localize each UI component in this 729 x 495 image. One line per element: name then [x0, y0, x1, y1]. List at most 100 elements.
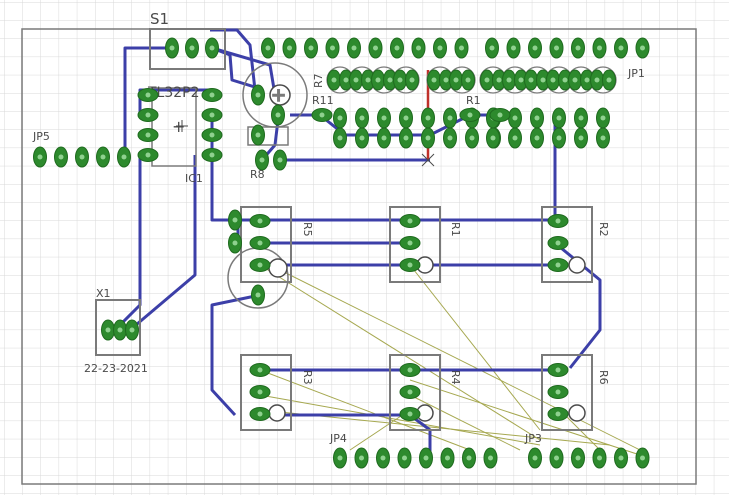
pad-hole — [618, 45, 624, 51]
pad-hole — [496, 77, 502, 83]
pad-hole — [447, 135, 453, 141]
label-r8: R8 — [250, 168, 265, 181]
pad-hole — [265, 45, 271, 51]
pad-hole — [394, 45, 400, 51]
potentiometers — [240, 206, 593, 431]
label-r3: R3 — [301, 370, 314, 385]
pad-hole — [407, 411, 413, 417]
pad-hole — [528, 77, 534, 83]
pad-hole — [343, 77, 349, 83]
pad-hole — [257, 411, 263, 417]
pad-hole — [232, 240, 238, 246]
label-x1: X1 — [96, 287, 111, 300]
pad-hole — [578, 135, 584, 141]
pad-hole — [257, 367, 263, 373]
pad-hole — [337, 135, 343, 141]
label-r6: R6 — [597, 370, 610, 385]
label-date: 22-23-2021 — [84, 362, 148, 375]
pad-hole — [488, 455, 493, 461]
pad-hole — [308, 45, 314, 51]
pad-hole — [447, 115, 453, 121]
pad-hole — [375, 77, 381, 83]
pad-hole — [445, 455, 450, 461]
via-marks — [176, 120, 435, 167]
pad-hole — [640, 45, 645, 51]
pad-hole — [597, 455, 602, 461]
pad-hole — [497, 112, 503, 118]
pad-hole — [407, 367, 413, 373]
pad-hole — [403, 115, 409, 121]
pot-wiper-marks — [268, 256, 586, 422]
pad-hole — [489, 45, 495, 51]
pad-hole — [555, 367, 561, 373]
pad-hole — [540, 77, 546, 83]
pad-hole — [351, 45, 357, 51]
pad-hole — [209, 112, 215, 118]
pad-hole — [578, 115, 584, 121]
pad-hole — [337, 455, 343, 461]
pad-hole — [209, 132, 215, 138]
pad-hole — [555, 262, 561, 268]
capacitor-top: + — [242, 62, 308, 128]
pad-hole — [431, 77, 437, 83]
pad-hole — [425, 115, 431, 121]
pad-hole — [380, 455, 386, 461]
label-r4: R4 — [449, 370, 462, 385]
crystal-x1: X1 22-23-2021 — [84, 287, 148, 375]
pad-hole — [330, 45, 335, 51]
pad-hole — [403, 135, 409, 141]
pad-hole — [319, 112, 325, 118]
pad-hole — [534, 115, 540, 121]
pad-hole — [359, 135, 365, 141]
pad-hole — [518, 77, 524, 83]
pad-hole — [425, 135, 431, 141]
pad-hole — [554, 45, 559, 51]
pad-hole — [640, 455, 645, 461]
pad-hole — [597, 45, 602, 51]
pad-hole — [209, 45, 215, 51]
capacitor-plus-mark: + — [271, 85, 286, 106]
pad-hole — [257, 262, 263, 268]
pad-hole — [466, 455, 472, 461]
pad-hole — [467, 112, 473, 118]
pad-hole — [606, 77, 612, 83]
pad-hole — [416, 45, 421, 51]
pad-hole — [145, 92, 151, 98]
pad-hole — [443, 77, 449, 83]
pad-hole — [575, 45, 581, 51]
pad-hole — [105, 327, 111, 333]
pad-hole — [145, 132, 151, 138]
pad-hole — [121, 154, 127, 160]
pad-hole — [407, 262, 413, 268]
pad-hole — [365, 77, 371, 83]
pad-hole — [506, 77, 512, 83]
pad-hole — [255, 292, 261, 298]
pad-hole — [257, 389, 263, 395]
pad-hole — [337, 115, 343, 121]
pad-hole — [459, 45, 464, 51]
pad-hole — [484, 77, 490, 83]
pad-hole — [257, 218, 263, 224]
pad-hole — [512, 115, 518, 121]
pad-hole — [189, 45, 195, 51]
label-r5: R5 — [301, 222, 314, 237]
pad-hole — [373, 45, 378, 51]
pad-hole — [556, 115, 562, 121]
pad-hole — [575, 455, 581, 461]
pad-hole — [532, 45, 538, 51]
label-ic1-part: TL32P2 — [147, 85, 200, 101]
pad-hole — [511, 45, 516, 51]
pad-hole — [275, 112, 281, 118]
pad-hole — [600, 115, 606, 121]
pad-hole — [169, 45, 175, 51]
pad-hole — [255, 92, 261, 98]
pad-hole — [100, 154, 106, 160]
pad-hole — [209, 152, 215, 158]
pad-hole — [512, 135, 518, 141]
pad-hole — [555, 218, 561, 224]
pad-hole — [359, 455, 364, 461]
pad-hole — [490, 135, 496, 141]
pad-hole — [534, 135, 540, 141]
pad-hole — [409, 77, 415, 83]
